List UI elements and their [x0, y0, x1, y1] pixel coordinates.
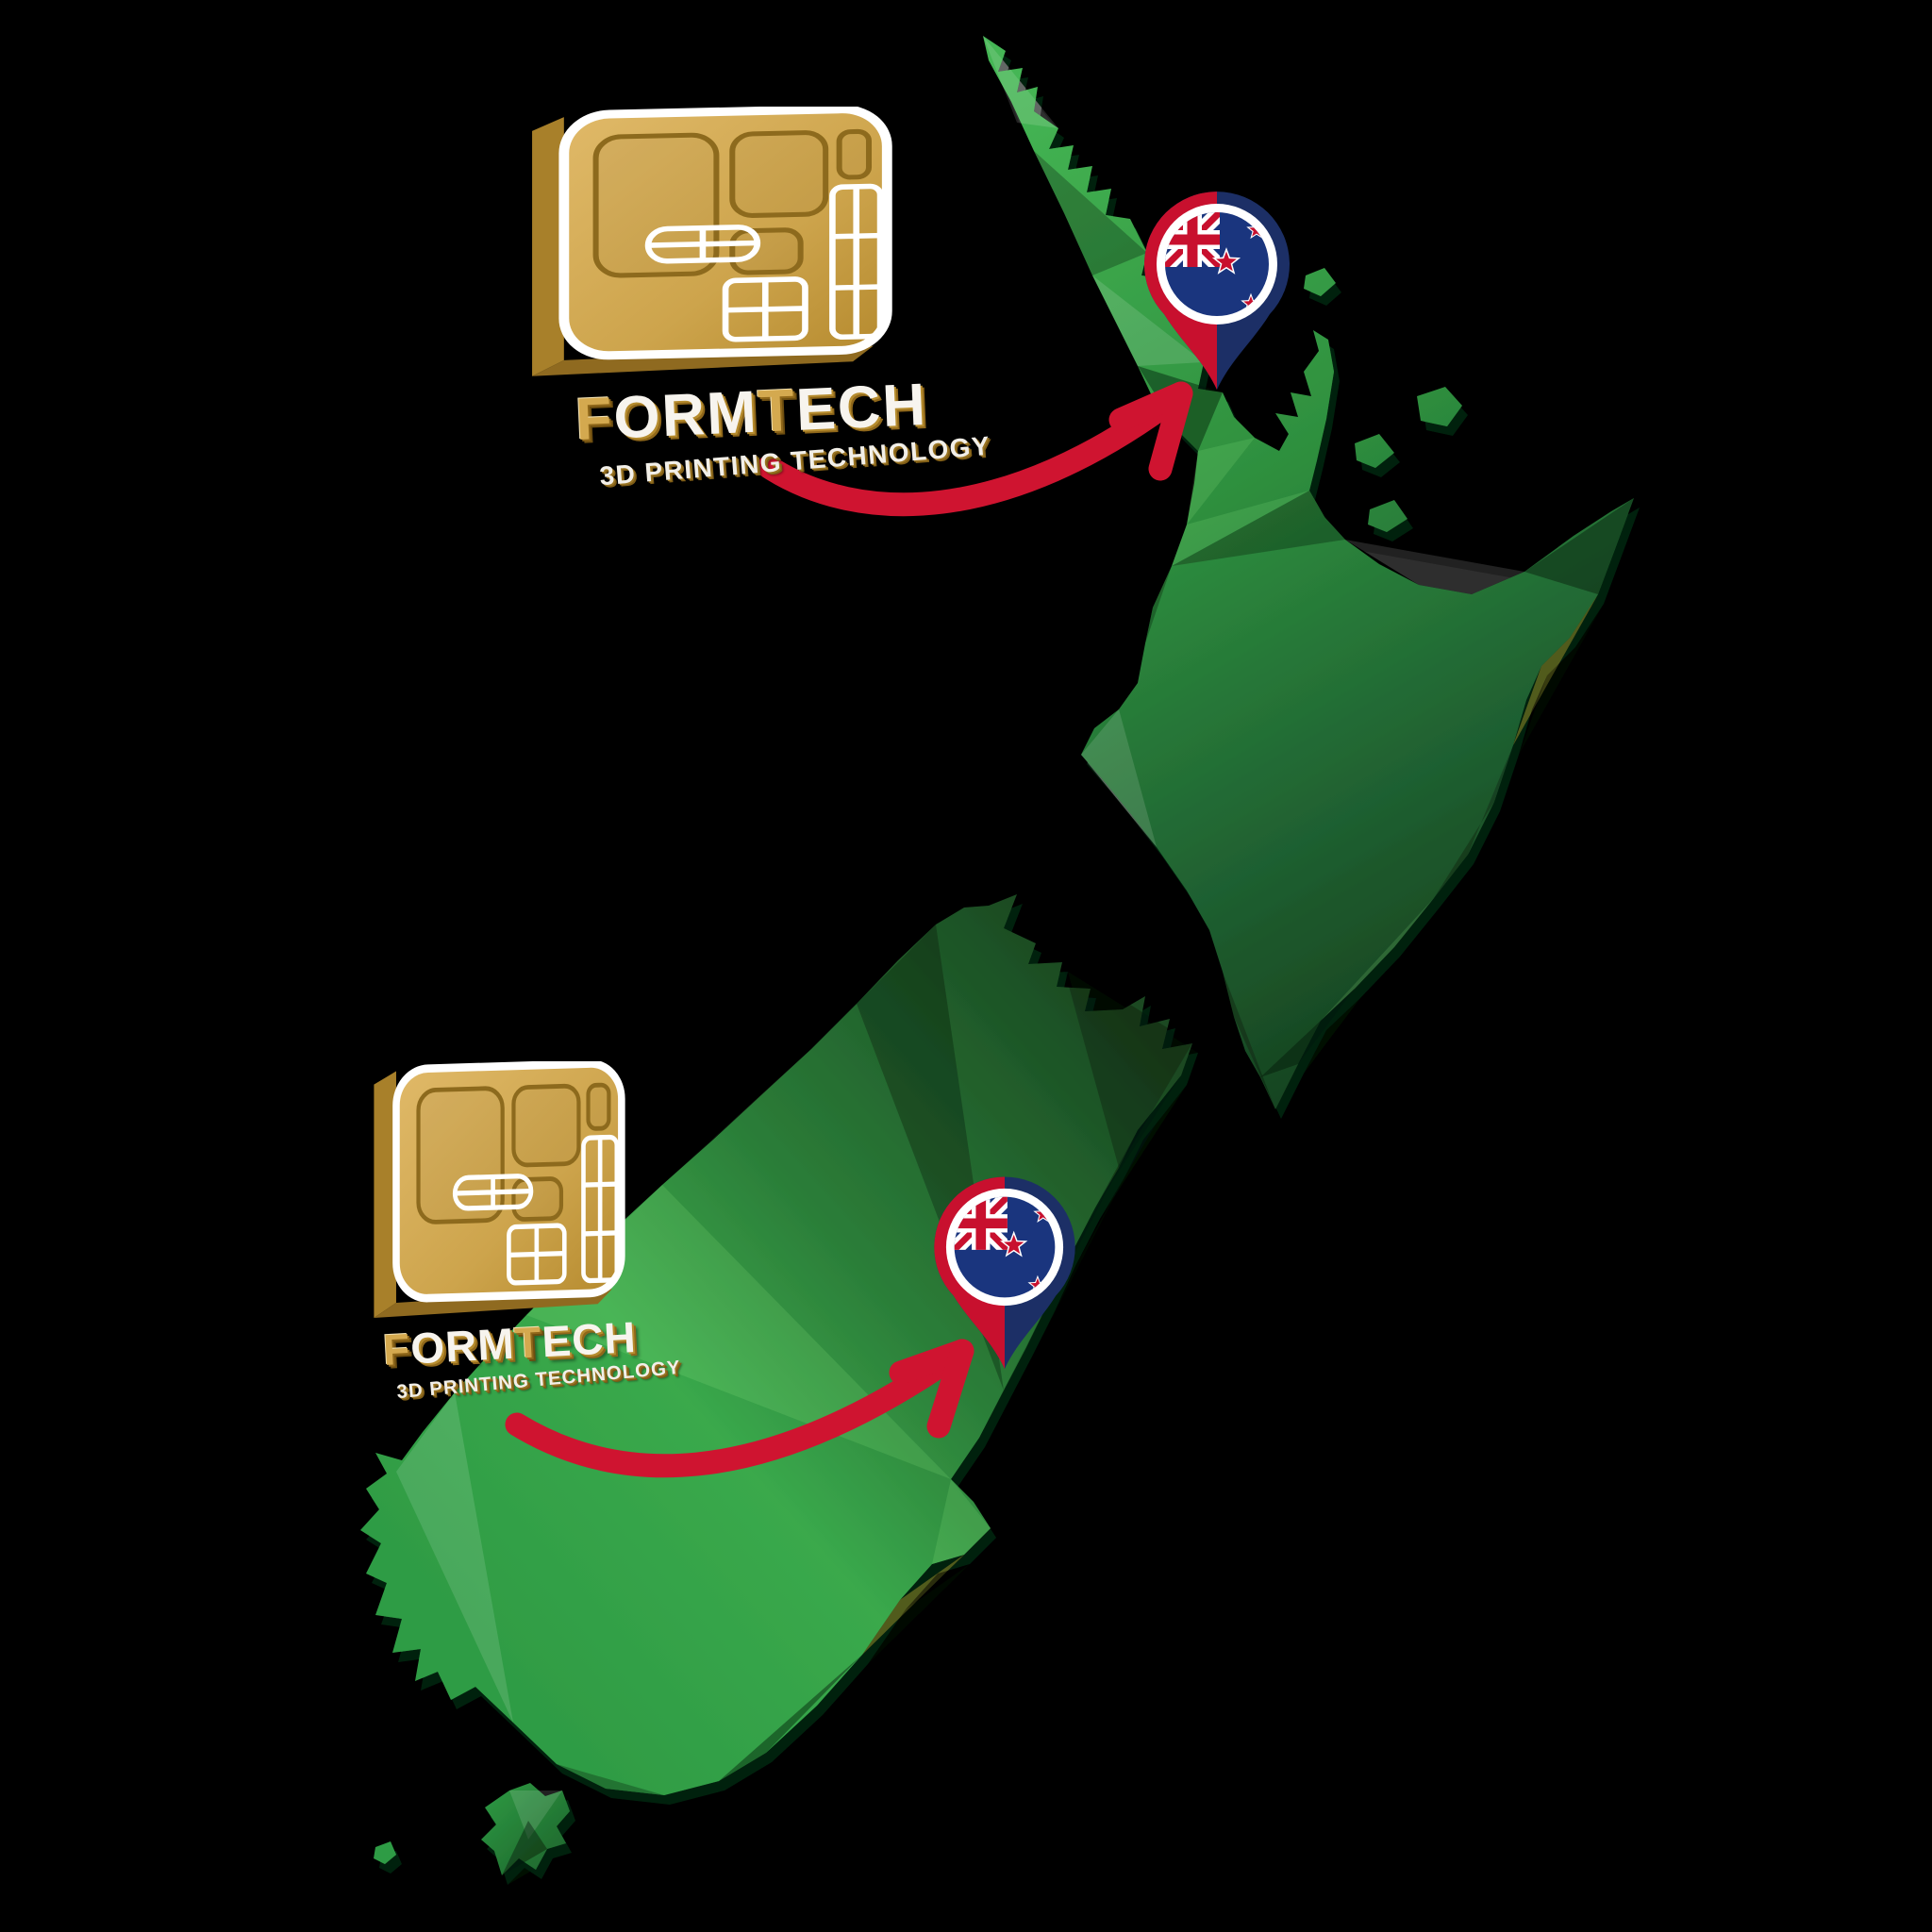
arrow-to-south-island-pin	[505, 1339, 974, 1478]
brand-name-segment: T	[513, 1317, 543, 1368]
brand-name-segment: ECH	[541, 1312, 638, 1367]
stewart-island-shape	[374, 1783, 570, 1875]
formtech-logo-south: FORMTECH 3D PRINTING TECHNOLOGY	[351, 1052, 709, 1429]
formtech-ft-badge-icon	[374, 1061, 625, 1318]
brand-name-segment: ORM	[612, 378, 759, 452]
formtech-ft-badge-icon	[532, 107, 892, 376]
brand-name-segment: F	[381, 1324, 412, 1374]
brand-name-segment: ECH	[794, 371, 929, 443]
brand-name-segment: F	[574, 385, 616, 454]
north-island-shape	[983, 36, 1634, 1109]
south-island-shape	[360, 894, 1192, 1795]
brand-name-segment: ORM	[408, 1318, 516, 1374]
arrow-to-north-island-pin	[757, 381, 1193, 517]
brand-name-segment: T	[756, 376, 798, 445]
formtech-logo-north: FORMTECH 3D PRINTING TECHNOLOGY	[509, 99, 991, 505]
